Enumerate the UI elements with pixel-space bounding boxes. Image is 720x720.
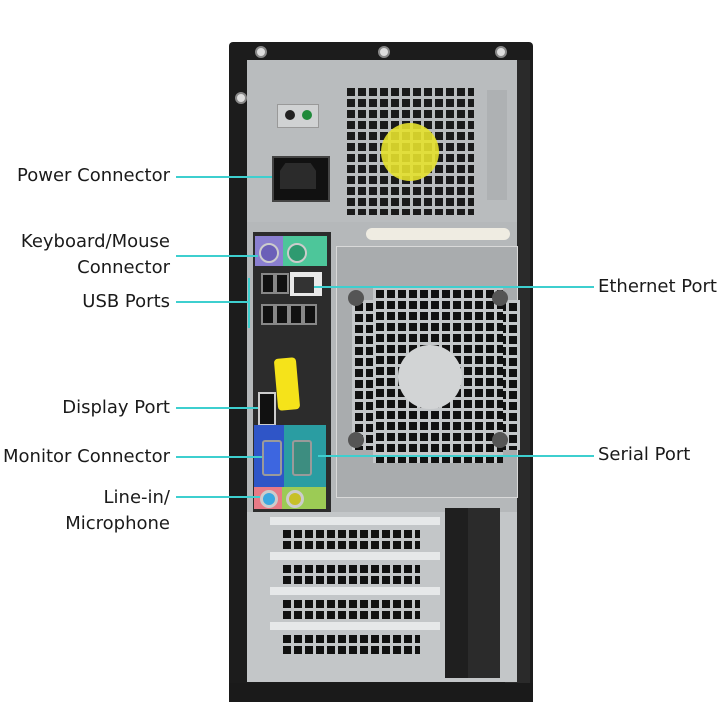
psu-fan-sticker	[381, 123, 439, 181]
slot-vent	[280, 527, 420, 549]
label-monitor-connector: Monitor Connector	[3, 446, 170, 467]
label-line-in: Line-in/	[103, 487, 170, 508]
display-port-icon	[258, 392, 276, 426]
case-screw-icon	[378, 46, 390, 58]
line-in-jack-icon	[260, 490, 278, 508]
fan-mount-icon	[492, 290, 508, 306]
vga-port-icon	[262, 440, 282, 476]
barcode-tag	[273, 357, 301, 411]
label-power-connector: Power Connector	[17, 165, 170, 186]
fan-mount-icon	[348, 290, 364, 306]
usb-bracket	[248, 278, 250, 328]
slot-latch	[468, 508, 500, 678]
ethernet-port-icon	[294, 277, 314, 293]
case-screw-icon	[235, 92, 247, 104]
psu-led-icon	[302, 110, 312, 120]
ethernet-leader	[314, 286, 594, 288]
case-bottom	[229, 683, 533, 702]
monitor-leader	[176, 456, 262, 458]
fan-mount-icon	[492, 432, 508, 448]
kbmouse-leader	[176, 255, 258, 257]
usb-port-icon	[275, 273, 289, 294]
fan-mount-icon	[348, 432, 364, 448]
serial-port-icon	[292, 440, 312, 476]
usb-port-icon	[289, 304, 303, 325]
label-keyboard-mouse-connector: Connector	[77, 257, 170, 278]
psu-test-button-icon	[285, 110, 295, 120]
power-leader	[176, 176, 272, 178]
slot-vent	[280, 562, 420, 584]
slot-cover	[270, 587, 440, 595]
label-usb-ports: USB Ports	[82, 291, 170, 312]
padlock-bracket	[487, 90, 507, 200]
case-screw-icon	[495, 46, 507, 58]
linein-leader	[176, 496, 260, 498]
slot-cover	[270, 517, 440, 525]
ps2-mouse-port-icon	[287, 243, 307, 263]
serial-sticker	[366, 228, 510, 240]
label-keyboard-mouse: Keyboard/Mouse	[20, 231, 170, 252]
label-serial-port: Serial Port	[598, 444, 691, 465]
usb-port-icon	[261, 304, 275, 325]
slot-cover	[270, 622, 440, 630]
psu-indicator-panel	[277, 104, 319, 128]
ps2-keyboard-port-icon	[259, 243, 279, 263]
serial-leader	[318, 455, 594, 457]
display-leader	[176, 407, 258, 409]
slot-vent	[280, 632, 420, 654]
usb-port-icon	[303, 304, 317, 325]
fan-hub-label	[398, 345, 462, 409]
line-out-jack-icon	[286, 490, 304, 508]
slot-cover	[270, 552, 440, 560]
usb-port-icon	[275, 304, 289, 325]
label-microphone: Microphone	[65, 513, 170, 534]
usb-leader	[176, 301, 248, 303]
usb-port-icon	[261, 273, 275, 294]
label-ethernet-port: Ethernet Port	[598, 276, 717, 297]
case-screw-icon	[255, 46, 267, 58]
slot-vent	[280, 597, 420, 619]
label-display-port: Display Port	[62, 397, 170, 418]
power-connector-pins-icon	[280, 163, 316, 189]
